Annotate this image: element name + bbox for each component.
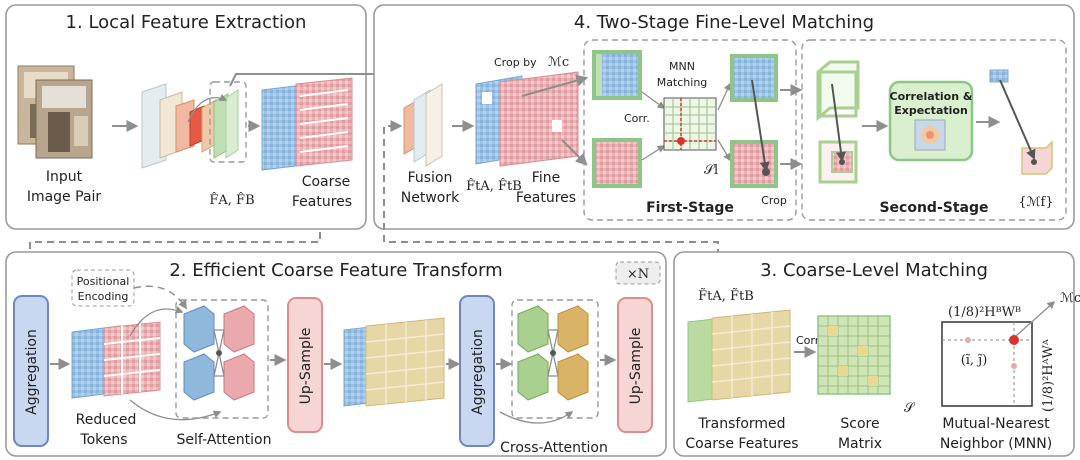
transformed-coarse-features [687,309,791,403]
upsample-block-1 [287,297,323,433]
second-stage-label: Second-Stage [879,200,988,216]
repeat-badge-text: ×N [627,267,649,282]
arrow-transformed-to-fusion [383,120,719,268]
fine-features-maps [475,71,579,167]
mnn-selected-point [1009,335,1019,345]
arrow-crop-top [521,74,589,97]
transformed-label-line2: Coarse Features [685,436,798,452]
aggregation-block-2 [459,295,495,447]
reduced-tokens [71,321,161,399]
final-match-output [989,69,1053,175]
fine-features-label-line2: Features [516,190,576,206]
panel-coarse-matching: 3. Coarse-Level Matching F̃tA, F̃tB Tran… [673,251,1080,457]
crop-label: Crop [761,194,787,207]
fine-feats-math: F̂tA, F̂tB [466,178,522,194]
transformed-feats-math: F̃tA, F̃tB [698,288,754,304]
arrow-crop-bottom [561,139,588,166]
second-stage-window-b [818,140,858,184]
first-stage-label: First-Stage [646,200,734,216]
backbone-highlight-box [209,81,247,163]
dim-b-math: (1/8)²HᴮWᴮ [948,305,1021,320]
repeat-badge [615,261,661,285]
correlation-expectation-block [888,80,974,162]
self-attention-blocks [183,305,255,401]
ij-math: (ĩ, j̃) [961,353,988,368]
self-attention-label: Self-Attention [177,432,272,448]
panel-fine-title: 4. Two-Stage Fine-Level Matching [574,12,874,33]
coarse-features-label-line1: Coarse [302,174,351,190]
mnn-full-label-line1: Mutual-Nearest [942,416,1050,432]
first-stage-box [583,39,797,221]
corr-exp-label-line1: Correlation & [890,90,973,103]
mnn-label-line1: MNN [669,60,695,73]
fusion-network [403,83,443,167]
panel-coarse-title: 3. Coarse-Level Matching [760,260,988,281]
sl-math: 𝒮l [704,163,718,178]
upsample-label-2: Up-Sample [628,328,644,405]
score-label-line2: Matrix [838,436,882,452]
backbone-cnn [141,81,247,169]
crop-by-label: Crop by [494,56,537,69]
coarse-corr-label: Corr. [796,334,822,347]
panel-local-title: 1. Local Feature Extraction [66,12,307,33]
first-stage-patch-a [592,50,642,100]
input-label-line1: Input [46,169,83,185]
fusion-label-line2: Network [401,190,460,206]
panel-transform-border [5,251,667,457]
upsample-block-2 [617,297,653,433]
mnn-full-label-line2: Neighbor (MNN) [940,436,1052,452]
coarse-features-grid [261,77,353,171]
aggregation-block-1 [13,295,49,447]
self-attention-box [175,299,269,419]
fusion-label-line1: Fusion [408,170,453,186]
aggregation-label-1: Aggregation [24,329,40,415]
fine-features-label-line1: Fine [532,170,560,186]
corr-exp-label-line2: Expectation [894,104,968,117]
panel-coarse-transform: 2. Efficient Coarse Feature Transform ×N… [5,251,667,457]
aggregation-label-2: Aggregation [470,329,486,415]
mc-output-math: ℳc [1060,291,1080,306]
panel-local-feature-extraction: 1. Local Feature Extraction Input Image … [5,4,367,230]
first-stage-patch-b [592,138,642,188]
input-label-line2: Image Pair [27,189,102,205]
mf-math: {ℳf} [1018,195,1053,210]
mnn-label-line2: Matching [657,76,708,89]
second-stage-box [801,39,1067,221]
first-stage-corr-label: Corr. [624,112,650,125]
cross-attention-blocks [517,305,589,401]
transformed-label-line1: Transformed [697,416,785,432]
panel-fine-border [373,4,1075,230]
mnn-match-point [677,137,685,145]
positional-label-line1: Positional [77,275,130,288]
score-label-line1: Score [840,416,879,432]
mnn-matching-grid [663,97,717,151]
upsampled-features [343,317,445,407]
positional-label-line2: Encoding [78,290,129,303]
cross-attention-label: Cross-Attention [500,440,608,456]
reduced-tokens-label-line2: Tokens [79,432,127,448]
coarse-features-label-line2: Features [292,194,352,210]
coarse-feats-math: F̂A, F̂B [209,192,254,208]
first-stage-out-b [730,140,778,188]
panel-fine-matching: 4. Two-Stage Fine-Level Matching Fusion … [373,4,1075,230]
input-image-pair [17,65,93,159]
second-stage-window-a [816,60,860,122]
panel-transform-title: 2. Efficient Coarse Feature Transform [169,260,502,281]
crop-by-mc-math: ℳc [548,55,569,70]
score-s-math: 𝒮 [904,401,916,416]
score-matrix [817,315,891,395]
upsample-label-1: Up-Sample [298,328,314,405]
reduced-tokens-label-line1: Reduced [76,412,137,428]
dim-a-math: (1/8)²HᴬWᴬ [1041,339,1056,412]
mnn-matrix [941,300,1056,407]
